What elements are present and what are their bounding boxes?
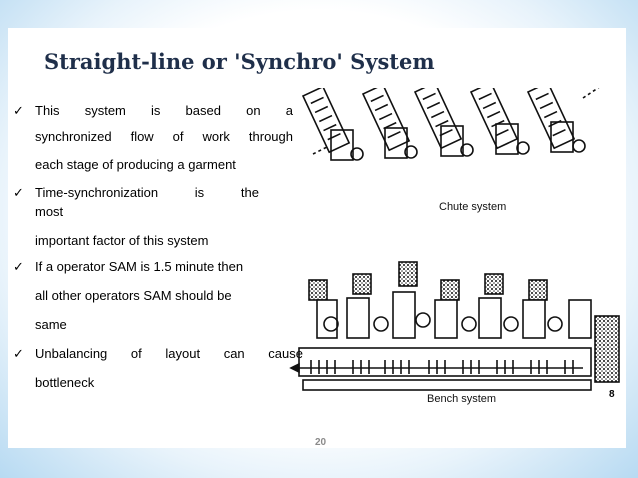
bullet-line: all other operators SAM should be [35,288,232,303]
bullet-line: each stage of producing a garment [35,157,236,172]
bullet-line: If a operator SAM is 1.5 minute then [35,259,244,274]
bullet-line: most [35,204,64,219]
bench-system-figure [289,261,620,391]
page-number: 20 [315,437,327,448]
bench-system-label: Bench system [427,393,496,405]
layout-diagram: Chute system Bench system [289,88,620,405]
bullet-line: same [35,317,67,332]
chute-system-label: Chute system [439,201,506,213]
slide-title: Straight-line or 'Synchro' System [44,49,435,74]
chute-system-figure [301,88,600,161]
slide-page [8,28,626,448]
bullet-line: important factor of this system [35,233,209,248]
checkmark-icon: ✓ [13,103,24,118]
checkmark-icon: ✓ [13,259,24,274]
bullet-line: bottleneck [35,375,95,390]
checkmark-icon: ✓ [13,185,24,200]
slide-number: 8 [609,389,615,400]
checkmark-icon: ✓ [13,346,24,361]
